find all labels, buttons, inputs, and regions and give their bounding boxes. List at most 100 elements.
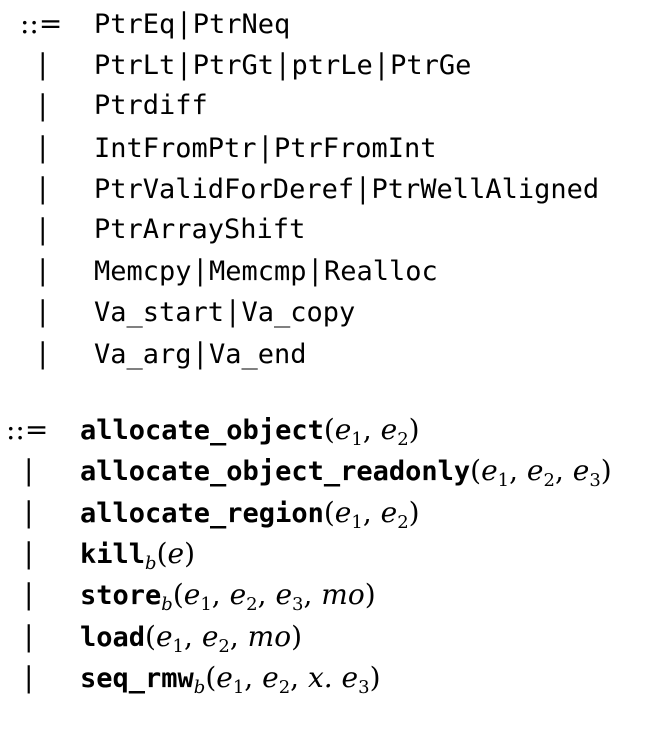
block1-row: |Memcpy|Memcmp|Realloc: [0, 251, 658, 291]
close-paren: ): [369, 661, 381, 694]
constructor-name: PtrGt: [192, 50, 274, 81]
close-paren: ): [291, 620, 303, 653]
constructor-name: Memcpy: [94, 256, 192, 287]
action-arguments: (e1, e2, mo): [145, 620, 303, 656]
constructor-name: Ptrdiff: [94, 90, 208, 121]
constructor-name: Va_arg: [94, 339, 192, 370]
close-paren: ): [408, 413, 420, 446]
argument-variable: e: [167, 537, 185, 570]
argument-index: 1: [172, 636, 184, 657]
argument-variable: e: [229, 578, 247, 611]
comma: ,: [211, 578, 230, 611]
inline-bar: |: [195, 337, 205, 370]
comma: ,: [229, 620, 248, 653]
block1-row: ::=PtrEq|PtrNeq: [0, 4, 658, 44]
argument-index: 2: [278, 677, 291, 698]
defines-symbol: ::=: [6, 413, 49, 446]
block2-row: |allocate_object_readonly(e1, e2, e3): [0, 451, 658, 491]
block1-row: |PtrValidForDeref|PtrWellAligned: [0, 169, 658, 209]
block2-rhs: killb(e): [80, 534, 195, 579]
alternative-bar: |: [24, 620, 34, 653]
action-arguments: (e1, e2): [324, 496, 420, 532]
block1-rhs: PtrLt|PtrGt|ptrLe|PtrGe: [94, 45, 471, 90]
block1-row: | Ptrdiff: [0, 86, 658, 126]
argument-index: 2: [218, 636, 230, 657]
argument-variable: e: [216, 661, 233, 694]
block2-row: |killb(e): [0, 534, 658, 574]
constructor-name: PtrFromInt: [274, 133, 437, 164]
action-subscript: b: [161, 594, 173, 615]
open-paren: (: [323, 413, 335, 446]
argument-index: 1: [351, 512, 363, 533]
alternative-bar: |: [38, 337, 48, 370]
action-name: allocate_object: [80, 415, 324, 446]
alternative-bar: |: [38, 131, 48, 164]
block2-row: |storeb(e1, e2, e3, mo): [0, 575, 658, 615]
comma: ,: [257, 578, 276, 611]
comma: ,: [290, 661, 308, 694]
block1-rhs: PtrEq|PtrNeq: [94, 4, 290, 49]
inline-bar: |: [278, 48, 288, 81]
comma: ,: [362, 496, 381, 529]
open-paren: (: [156, 537, 168, 570]
inline-bar: |: [376, 48, 387, 81]
constructor-name: PtrArrayShift: [94, 214, 306, 245]
block1-row: |IntFromPtr|PtrFromInt: [0, 128, 658, 168]
argument-variable: e: [275, 578, 293, 611]
block1-rhs: Memcpy|Memcmp|Realloc: [94, 251, 438, 296]
alternative-bar: |: [24, 454, 34, 487]
block1-rhs: PtrArrayShift: [94, 210, 305, 254]
block2-rhs: load(e1, e2, mo): [80, 617, 302, 662]
constructor-name: PtrGe: [390, 50, 472, 81]
constructor-name: Realloc: [323, 256, 438, 287]
block1-rhs: IntFromPtr|PtrFromInt: [94, 128, 437, 173]
block2-rhs: storeb(e1, e2, e3, mo): [80, 575, 376, 620]
argument-index: 1: [200, 594, 212, 615]
action-name: kill: [80, 539, 146, 570]
block1-row: |Va_arg|Va_end: [0, 334, 658, 374]
block2-row: ::= allocate_object(e1, e2): [0, 410, 658, 450]
inline-bar: |: [310, 254, 320, 287]
action-arguments: (e1, e2, e3, mo): [173, 578, 376, 614]
comma: ,: [303, 578, 322, 611]
argument-index: 1: [351, 429, 363, 450]
open-paren: (: [145, 620, 156, 653]
argument-variable: e: [262, 661, 279, 694]
argument-index: 1: [232, 677, 245, 698]
constructor-name: PtrNeq: [192, 9, 291, 40]
constructor-name: PtrEq: [94, 9, 176, 40]
constructor-name: Va_copy: [241, 297, 356, 328]
comma: ,: [184, 620, 202, 653]
action-name: seq_rmw: [80, 663, 194, 694]
alternative-bar: |: [24, 661, 34, 694]
block2-rhs: allocate_object(e1, e2): [80, 410, 420, 455]
block1-rhs: Va_start|Va_copy: [94, 292, 355, 337]
alternative-bar: |: [24, 496, 34, 529]
argument-index: 3: [358, 677, 370, 698]
block1-rhs: PtrValidForDeref|PtrWellAligned: [94, 169, 599, 214]
argument-index: 3: [589, 470, 601, 491]
constructor-name: IntFromPtr: [94, 133, 257, 164]
inline-bar: |: [179, 7, 189, 40]
argument-index: 3: [292, 594, 304, 615]
block2-row: |seq_rmwb(e1, e2, x. e3): [0, 658, 658, 698]
argument-variable: e: [334, 413, 352, 446]
block2-rhs: allocate_region(e1, e2): [80, 493, 420, 538]
argument-variable: e: [572, 454, 590, 487]
constructor-name: PtrValidForDeref: [94, 174, 355, 205]
constructor-name: Va_start: [94, 297, 225, 328]
argument-variable: mo: [321, 578, 365, 611]
action-name: allocate_object_readonly: [80, 456, 471, 487]
action-arguments: (e1, e2): [323, 413, 420, 449]
argument-index: 1: [497, 470, 510, 491]
action-subscript: b: [193, 677, 206, 698]
constructor-name: Memcmp: [208, 256, 307, 287]
constructor-name: Va_end: [208, 339, 307, 370]
alternative-bar: |: [38, 213, 48, 246]
alternative-bar: |: [38, 295, 48, 328]
alternative-bar: |: [38, 89, 48, 122]
alternative-bar: |: [24, 537, 34, 570]
inline-bar: |: [179, 48, 189, 81]
action-arguments: (e1, e2, e3): [470, 454, 612, 490]
argument-variable: e: [334, 496, 352, 529]
